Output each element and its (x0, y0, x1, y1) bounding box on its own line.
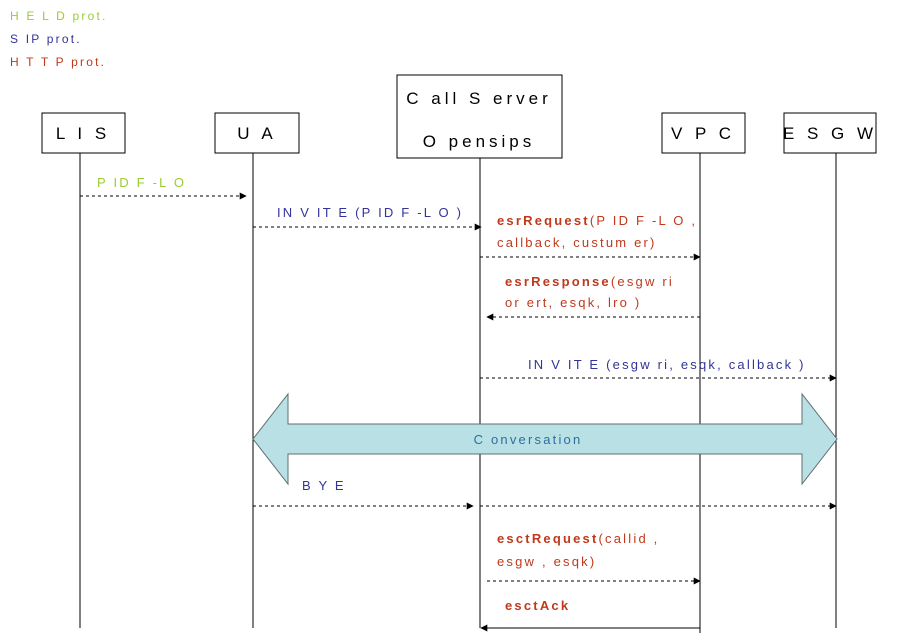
ua-box (214, 112, 300, 154)
invite-pidf-label: IN V IT E (P ID F -L O ) (277, 205, 463, 220)
esr-response-label-line1: esrResponse(esgw ri (505, 274, 674, 289)
esr-request-name: esrRequest (497, 213, 590, 228)
esct-request-args1: (callid , (599, 531, 660, 546)
vpc-box (661, 112, 746, 154)
esct-request-label-line2: esgw , esqk) (497, 554, 596, 569)
esgw-box (783, 112, 877, 154)
legend-sip: S IP prot. (10, 32, 82, 46)
lis-box (41, 112, 126, 154)
esr-request-args1: (P ID F -L O , (590, 213, 697, 228)
esr-response-name: esrResponse (505, 274, 611, 289)
callserver-label-line1: C all S erver (406, 89, 552, 108)
esct-request-label-line1: esctRequest(callid , (497, 531, 660, 546)
invite-esgwri-label: IN V IT E (esgw ri, esqk, callback ) (528, 357, 806, 372)
legend-http: H T T P prot. (10, 55, 106, 69)
conversation-label: C onversation (474, 432, 583, 447)
esr-response-args1: (esgw ri (611, 274, 674, 289)
esr-request-label-line1: esrRequest(P ID F -L O , (497, 213, 697, 228)
esgw-label: E S G W (783, 124, 877, 143)
esct-ack-label: esctAck (505, 598, 570, 613)
esr-request-label-line2: callback, custum er) (497, 235, 657, 250)
esct-request-name: esctRequest (497, 531, 599, 546)
pidf-lo-label: P ID F -L O (97, 175, 186, 190)
callserver-box (396, 74, 563, 159)
conversation-double-arrow (252, 392, 838, 486)
callserver-label-line2: O pensips (423, 132, 536, 151)
esr-response-label-line2: or ert, esqk, lro ) (505, 295, 641, 310)
bye-label: B Y E (302, 478, 346, 493)
vpc-label: V P C (671, 124, 735, 143)
ua-label: U A (237, 124, 276, 143)
legend-held: H E L D prot. (10, 9, 108, 23)
lis-label: L I S (56, 124, 110, 143)
